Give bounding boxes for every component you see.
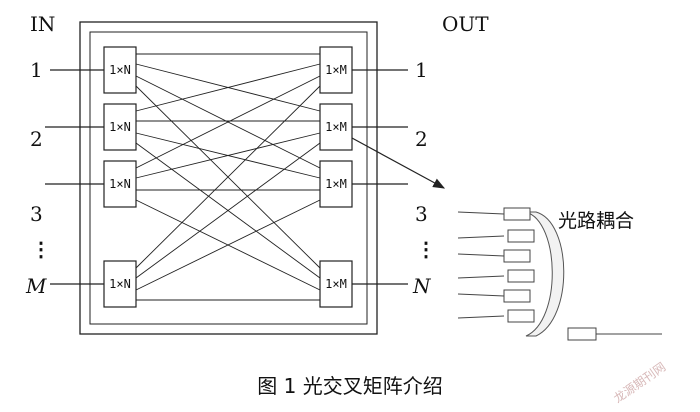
output-switch-n	[319, 260, 353, 308]
figure-caption: 图 1 光交叉矩阵介绍	[257, 374, 442, 398]
coupler-connector-1	[503, 207, 531, 221]
in-header: IN	[30, 12, 55, 36]
output-port-n: N	[412, 274, 432, 298]
output-port-2: 2	[415, 127, 428, 151]
input-switch-2	[103, 103, 137, 151]
coupler-output-connector	[567, 327, 597, 341]
output-switch-label-1: 1×M	[325, 63, 347, 77]
switch-boxes	[103, 46, 353, 308]
input-switch-1	[103, 46, 137, 94]
output-switch-1	[319, 46, 353, 94]
output-port-1: 1	[415, 58, 428, 82]
coupler-fiber-5	[457, 293, 505, 297]
coupler-fiber-3	[457, 253, 505, 257]
coupler-connector-5	[503, 289, 531, 303]
optical-coupler-illustration	[457, 207, 662, 341]
input-switch-label-1: 1×N	[109, 63, 131, 77]
detail-arrow	[351, 137, 446, 189]
input-switch-label-3: 1×N	[109, 177, 131, 191]
cross-link-3-2	[135, 132, 321, 179]
cross-link-4-3	[135, 199, 321, 291]
coupler-connector-6	[507, 309, 535, 323]
output-switch-3	[319, 160, 353, 208]
watermark: 龙源期刊网	[611, 360, 668, 406]
cross-link-4-2	[135, 142, 321, 279]
coupler-connector-3	[503, 249, 531, 263]
out-header: OUT	[442, 12, 489, 36]
input-switch-label-2: 1×N	[109, 120, 131, 134]
coupler-fiber-1	[457, 211, 505, 215]
coupler-fiber-2	[457, 235, 505, 239]
input-switch-label-m: 1×N	[109, 277, 131, 291]
input-port-ellipsis: ⋮	[31, 237, 51, 261]
coupler-connector-2	[507, 229, 535, 243]
coupler-fiber-4	[457, 275, 505, 279]
cross-link-3-1	[135, 75, 321, 169]
matrix-frame-outer	[79, 21, 378, 335]
cross-link-2-1	[135, 63, 321, 112]
input-port-1: 1	[30, 58, 43, 82]
input-switch-3	[103, 160, 137, 208]
output-port-3: 3	[415, 202, 428, 226]
cross-link-4-1	[135, 85, 321, 269]
input-port-2: 2	[30, 127, 43, 151]
output-switch-2	[319, 103, 353, 151]
input-port-3: 3	[30, 202, 43, 226]
output-port-ellipsis: ⋮	[416, 237, 436, 261]
coupler-label: 光路耦合	[558, 210, 634, 232]
coupler-housing	[525, 211, 565, 337]
coupler-fiber-6	[457, 315, 505, 319]
input-port-m: M	[25, 274, 47, 298]
matrix-frame-inner	[89, 31, 368, 325]
output-switch-label-3: 1×M	[325, 177, 347, 191]
coupler-fibers	[457, 207, 535, 323]
coupler-connector-4	[507, 269, 535, 283]
output-switch-label-2: 1×M	[325, 120, 347, 134]
io-lines	[45, 69, 408, 285]
input-switch-m	[103, 260, 137, 308]
cross-connections	[135, 53, 321, 301]
output-switch-label-n: 1×M	[325, 277, 347, 291]
